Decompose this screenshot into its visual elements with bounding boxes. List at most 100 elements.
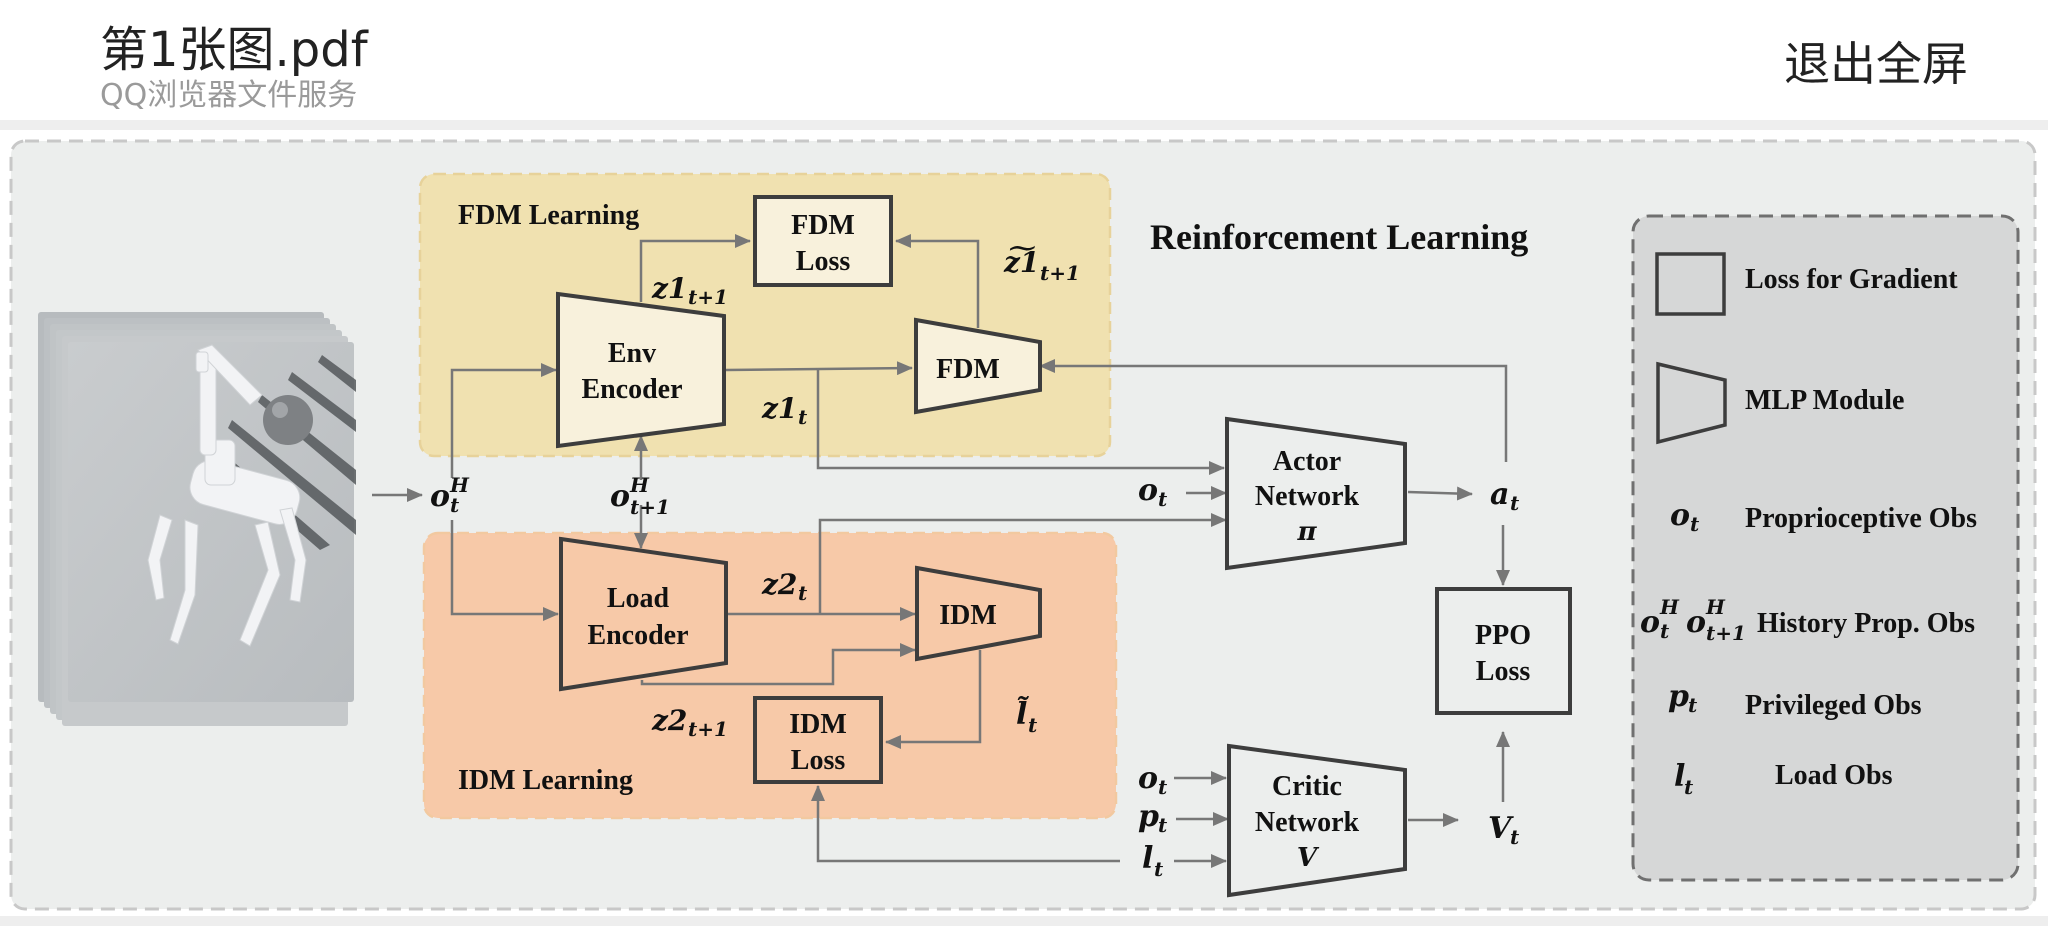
- idm-module: IDM: [915, 565, 1042, 662]
- viewer-header: 第1张图.pdf QQ浏览器文件服务 退出全屏: [0, 0, 2048, 120]
- loss-box-icon: [1655, 252, 1726, 316]
- symbol-o-t-critic: o t: [1138, 761, 1168, 799]
- architecture-diagram: FDM Learning IDM Learning Reinforcement …: [9, 139, 2037, 911]
- document-title: 第1张图.pdf: [100, 22, 368, 78]
- svg-text:t: t: [798, 405, 808, 429]
- svg-text:t: t: [1688, 693, 1698, 717]
- svg-text:t: t: [1028, 713, 1038, 737]
- svg-text:t: t: [1684, 775, 1694, 799]
- legend-item-proprio: o t Proprioceptive Obs: [1670, 498, 1977, 536]
- symbol-z2-t1: z2 t+1: [651, 704, 728, 741]
- svg-text:t: t: [1158, 775, 1168, 799]
- legend-item-history: o H t o H t+1 History Prop. Obs: [1640, 595, 1975, 645]
- svg-text:History Prop. Obs: History Prop. Obs: [1757, 608, 1975, 639]
- svg-text:H: H: [1659, 595, 1680, 619]
- footer-divider: [0, 916, 2048, 926]
- svg-text:Encoder: Encoder: [581, 374, 682, 405]
- svg-text:π: π: [1296, 517, 1317, 547]
- svg-text:t: t: [798, 581, 808, 605]
- symbol-l-tilde-t: l̃ t: [1016, 697, 1038, 737]
- svg-text:t+1: t+1: [630, 495, 670, 519]
- symbol-p-t: p t: [1138, 799, 1168, 837]
- svg-text:t+1: t+1: [688, 285, 728, 309]
- svg-text:p: p: [1668, 679, 1689, 714]
- rl-title: Reinforcement Learning: [1150, 217, 1528, 257]
- fdm-region-label: FDM Learning: [458, 200, 639, 231]
- svg-text:o: o: [1670, 498, 1690, 533]
- idm-loss-box: IDM Loss: [753, 696, 883, 784]
- actor-network-module: Actor Network π: [1225, 416, 1407, 571]
- svg-text:t: t: [1510, 825, 1520, 849]
- svg-text:o: o: [1138, 473, 1158, 508]
- load-encoder-module: Load Encoder: [559, 536, 728, 692]
- svg-text:Load: Load: [607, 583, 670, 614]
- svg-text:Actor: Actor: [1273, 446, 1341, 477]
- env-encoder-module: Env Encoder: [556, 291, 726, 449]
- svg-text:Env: Env: [608, 338, 656, 369]
- svg-text:o: o: [610, 479, 630, 514]
- svg-text:V: V: [1488, 811, 1514, 846]
- legend-panel: Loss for Gradient MLP Module o t Proprio…: [1631, 214, 2020, 882]
- svg-text:Privileged Obs: Privileged Obs: [1745, 690, 1922, 721]
- svg-text:a: a: [1490, 477, 1509, 512]
- ppo-loss-box: PPO Loss: [1435, 587, 1572, 715]
- svg-text:l: l: [1674, 759, 1685, 794]
- svg-text:MLP Module: MLP Module: [1745, 385, 1904, 416]
- svg-text:t: t: [1510, 491, 1520, 515]
- svg-text:FDM: FDM: [936, 354, 1000, 385]
- svg-text:IDM: IDM: [789, 709, 847, 740]
- legend-item-privileged: p t Privileged Obs: [1668, 679, 1922, 721]
- svg-text:Loss: Loss: [791, 745, 846, 776]
- svg-text:t+1: t+1: [1040, 261, 1080, 285]
- svg-text:Encoder: Encoder: [587, 620, 688, 651]
- svg-text:H: H: [629, 473, 650, 497]
- svg-text:p: p: [1138, 799, 1159, 834]
- svg-text:Loss: Loss: [796, 246, 851, 277]
- svg-text:z1: z1: [651, 272, 687, 305]
- svg-text:Critic: Critic: [1272, 771, 1342, 802]
- legend-item-loss: Loss for Gradient: [1655, 252, 1958, 316]
- svg-text:z2: z2: [761, 568, 797, 601]
- svg-text:Network: Network: [1255, 481, 1360, 512]
- exit-fullscreen-button[interactable]: 退出全屏: [1784, 28, 1968, 94]
- symbol-z2-t: z2 t: [761, 568, 808, 605]
- fdm-loss-box: FDM Loss: [753, 195, 893, 287]
- svg-text:H: H: [449, 473, 470, 497]
- svg-text:z1: z1: [761, 392, 797, 425]
- svg-text:l: l: [1142, 841, 1153, 876]
- svg-text:t: t: [1154, 857, 1164, 881]
- svg-text:t: t: [1158, 813, 1168, 837]
- svg-text:IDM: IDM: [939, 600, 997, 631]
- svg-text:PPO: PPO: [1475, 620, 1531, 651]
- svg-text:l̃: l̃: [1016, 697, 1030, 732]
- svg-text:t: t: [450, 493, 460, 517]
- svg-text:t: t: [1660, 619, 1670, 643]
- critic-network-module: Critic Network V: [1227, 743, 1407, 898]
- svg-text:o: o: [1138, 761, 1158, 796]
- svg-text:Load Obs: Load Obs: [1775, 760, 1893, 791]
- svg-text:Loss: Loss: [1476, 656, 1531, 687]
- svg-text:Loss for Gradient: Loss for Gradient: [1745, 264, 1958, 295]
- idm-region-label: IDM Learning: [458, 765, 633, 796]
- symbol-z1-t1: z1 t+1: [651, 272, 728, 309]
- fdm-module: FDM: [914, 317, 1042, 415]
- robot-image-stack: [38, 312, 356, 726]
- document-page: FDM Learning IDM Learning Reinforcement …: [0, 130, 2048, 916]
- legend-item-mlp: MLP Module: [1656, 361, 1904, 445]
- symbol-o-t-H: o H t: [430, 473, 470, 517]
- svg-text:o: o: [1640, 605, 1660, 640]
- svg-text:Network: Network: [1255, 807, 1360, 838]
- svg-text:z͠1: z͠1: [1003, 246, 1039, 279]
- symbol-o-t1-H: o H t+1: [610, 473, 670, 519]
- svg-text:t+1: t+1: [688, 717, 728, 741]
- svg-text:o: o: [430, 479, 450, 514]
- svg-text:Proprioceptive Obs: Proprioceptive Obs: [1745, 503, 1977, 534]
- symbol-z1-t: z1 t: [761, 392, 808, 429]
- symbol-V-t: V t: [1488, 811, 1520, 849]
- svg-text:o: o: [1686, 605, 1706, 640]
- mlp-trapezoid-icon: [1656, 361, 1727, 445]
- legend-item-load: l t Load Obs: [1674, 759, 1893, 799]
- symbol-z1-tilde-t1: z͠1 t+1: [1003, 246, 1080, 285]
- svg-text:FDM: FDM: [791, 210, 855, 241]
- symbol-l-t: l t: [1142, 841, 1164, 881]
